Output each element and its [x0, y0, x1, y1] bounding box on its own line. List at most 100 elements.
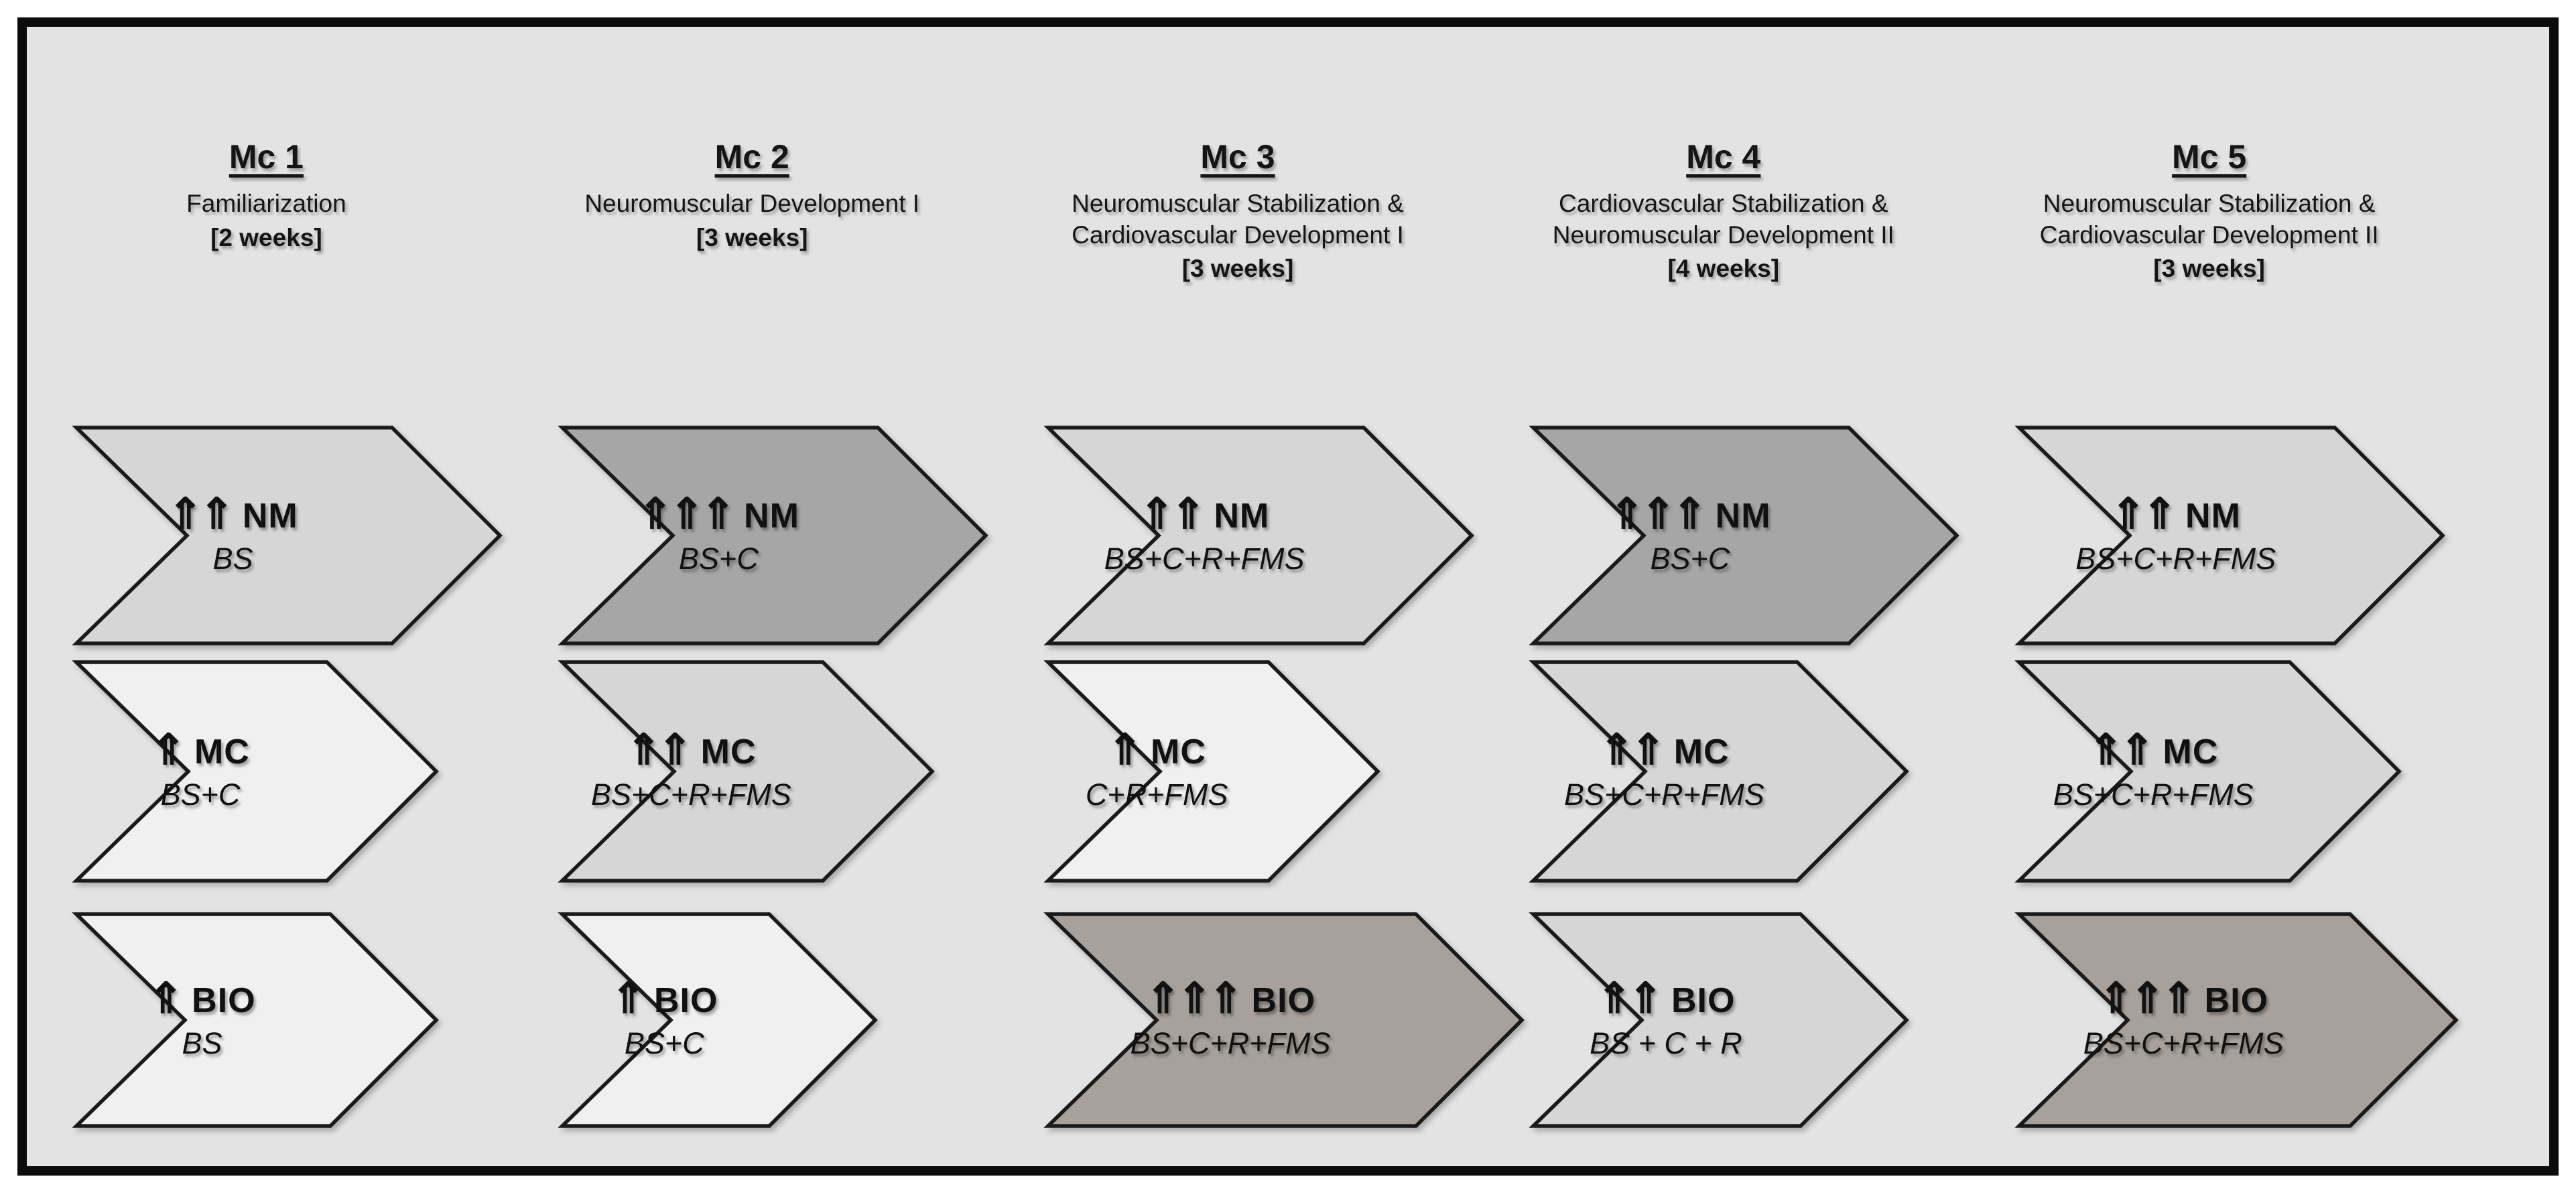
- chevron-shape-icon: [1043, 912, 1525, 1128]
- phase-text: ⇑ MC C+R+FMS: [1045, 660, 1380, 883]
- chevron-shape-icon: [72, 660, 439, 883]
- chevron-shape-icon: [72, 426, 503, 645]
- phase-bio-mc3: ⇑⇑⇑ BIO BS+C+R+FMS: [1043, 912, 1525, 1129]
- phase-nm-mc5: ⇑⇑ NM BS+C+R+FMS: [2014, 425, 2446, 646]
- mesocycle-title: Mc 2: [714, 138, 789, 176]
- phase-content: BS+C: [624, 1025, 704, 1060]
- phase-label: BIO: [192, 981, 256, 1020]
- phase-nm-mc3: ⇑⇑ NM BS+C+R+FMS: [1043, 425, 1474, 646]
- intensity-arrows-icon: ⇑⇑⇑: [1609, 490, 1707, 538]
- phase-content: BS: [182, 1025, 222, 1060]
- phase-title-line: ⇑⇑ NM: [1139, 493, 1270, 538]
- phase-text: ⇑⇑⇑ NM BS+C: [1531, 425, 1959, 646]
- phase-text: ⇑ BIO BS+C: [560, 912, 878, 1129]
- phase-text: ⇑⇑ BIO BS + C + R: [1531, 912, 1909, 1129]
- chevron-shape-icon: [558, 426, 988, 645]
- phase-title-line: ⇑ BIO: [610, 975, 718, 1022]
- phase-mc-mc5: ⇑⇑ MC BS+C+R+FMS: [2014, 660, 2402, 883]
- phase-title-line: ⇑⇑⇑ NM: [637, 490, 799, 538]
- chevron-shape-icon: [1529, 912, 1910, 1128]
- phase-title-line: ⇑ MC: [1107, 726, 1206, 773]
- intensity-arrows-icon: ⇑⇑: [2110, 490, 2177, 538]
- phase-bio-mc1: ⇑ BIO BS: [72, 912, 439, 1129]
- chevron-shape-icon: [1043, 660, 1380, 883]
- mesocycle-header: Mc 5 Neuromuscular Stabilization & Cardi…: [2016, 137, 2402, 285]
- phase-title-line: ⇑⇑ BIO: [1596, 975, 1736, 1022]
- phase-label: BIO: [1671, 981, 1736, 1020]
- phase-text: ⇑⇑⇑ NM BS+C: [560, 425, 988, 646]
- phase-content: BS+C+R+FMS: [2075, 541, 2276, 576]
- phase-nm-mc2: ⇑⇑⇑ NM BS+C: [558, 425, 988, 646]
- mesocycle-header: Mc 4 Cardiovascular Stabilization & Neur…: [1531, 137, 1916, 285]
- chevron-shape-icon: [558, 912, 878, 1128]
- mesocycle-duration: [3 weeks]: [2153, 255, 2265, 283]
- mesocycle-subtitle: Neuromuscular Stabilization & Cardiovasc…: [1072, 190, 1404, 249]
- chevron-shape-icon: [558, 660, 935, 883]
- intensity-arrows-icon: ⇑: [610, 975, 646, 1022]
- phase-text: ⇑⇑ NM BS: [74, 425, 503, 646]
- phase-content: BS: [212, 541, 253, 576]
- intensity-arrows-icon: ⇑: [148, 975, 184, 1022]
- phase-content: BS+C+R+FMS: [2053, 777, 2254, 812]
- intensity-arrows-icon: ⇑⇑⇑: [637, 490, 736, 538]
- phase-mc-mc3: ⇑ MC C+R+FMS: [1043, 660, 1380, 883]
- chevron-shape-icon: [2014, 660, 2402, 883]
- phase-label: NM: [1715, 497, 1771, 536]
- phase-title-line: ⇑⇑ MC: [626, 726, 756, 773]
- mesocycle-column-3: Mc 3 Neuromuscular Stabilization & Cardi…: [1043, 27, 1531, 1166]
- chevron-shape-icon: [1529, 660, 1910, 883]
- mesocycle-title: Mc 5: [2172, 138, 2247, 176]
- phase-content: BS+C+R+FMS: [1563, 777, 1764, 812]
- phase-label: MC: [1673, 733, 1730, 771]
- chevron-shape-icon: [1043, 426, 1474, 645]
- phase-label: NM: [242, 497, 298, 536]
- phase-label: MC: [2163, 733, 2219, 771]
- chevron-shape-icon: [2014, 426, 2446, 645]
- phase-title-line: ⇑⇑⇑ NM: [1609, 490, 1771, 538]
- phase-content: BS+C+R+FMS: [1104, 541, 1305, 576]
- figure-frame: Mc 1 Familiarization [2 weeks] ⇑⇑ NM BS …: [17, 17, 2559, 1176]
- intensity-arrows-icon: ⇑: [1107, 726, 1143, 773]
- phase-content: C+R+FMS: [1085, 777, 1228, 812]
- phase-text: ⇑⇑⇑ BIO BS+C+R+FMS: [2016, 912, 2459, 1129]
- phase-text: ⇑ BIO BS: [74, 912, 439, 1129]
- phase-title-line: ⇑⇑ MC: [1599, 729, 1730, 773]
- mesocycle-duration: [3 weeks]: [696, 223, 808, 251]
- phase-bio-mc2: ⇑ BIO BS+C: [558, 912, 878, 1129]
- phase-label: NM: [1214, 497, 1270, 536]
- phase-bio-mc5: ⇑⇑⇑ BIO BS+C+R+FMS: [2014, 912, 2459, 1129]
- phase-label: MC: [1151, 733, 1206, 771]
- mesocycle-column-5: Mc 5 Neuromuscular Stabilization & Cardi…: [2014, 27, 2502, 1166]
- phase-title-line: ⇑ MC: [151, 729, 250, 773]
- intensity-arrows-icon: ⇑⇑: [626, 726, 693, 773]
- mesocycle-column-2: Mc 2 Neuromuscular Development I [3 week…: [558, 27, 1045, 1166]
- mesocycle-title: Mc 4: [1686, 138, 1761, 176]
- phase-content: BS+C: [678, 541, 759, 576]
- phase-title-line: ⇑⇑ MC: [2087, 726, 2219, 773]
- phase-mc-mc4: ⇑⇑ MC BS+C+R+FMS: [1529, 660, 1910, 883]
- phase-label: MC: [194, 733, 250, 771]
- phase-title-line: ⇑⇑⇑ BIO: [2098, 975, 2268, 1022]
- mesocycle-subtitle: Neuromuscular Stabilization & Cardiovasc…: [2039, 190, 2379, 249]
- mesocycle-duration: [2 weeks]: [210, 223, 322, 251]
- phase-title-line: ⇑⇑ NM: [168, 490, 298, 538]
- phase-label: NM: [2185, 497, 2241, 536]
- phase-text: ⇑ MC BS+C: [74, 660, 439, 883]
- phase-text: ⇑⇑ NM BS+C+R+FMS: [2016, 425, 2445, 646]
- mesocycle-subtitle: Neuromuscular Development I: [584, 190, 920, 217]
- phase-title-line: ⇑ BIO: [148, 975, 256, 1022]
- intensity-arrows-icon: ⇑⇑: [168, 490, 235, 538]
- phase-mc-mc2: ⇑⇑ MC BS+C+R+FMS: [558, 660, 935, 883]
- intensity-arrows-icon: ⇑⇑: [1596, 975, 1663, 1022]
- intensity-arrows-icon: ⇑⇑⇑: [1145, 975, 1243, 1022]
- phase-nm-mc1: ⇑⇑ NM BS: [72, 425, 503, 646]
- mesocycle-title: Mc 1: [229, 138, 304, 176]
- intensity-arrows-icon: ⇑⇑: [2087, 726, 2155, 773]
- intensity-arrows-icon: ⇑⇑⇑: [2098, 975, 2196, 1022]
- mesocycle-column-4: Mc 4 Cardiovascular Stabilization & Neur…: [1529, 27, 2016, 1166]
- phase-content: BS+C: [160, 777, 241, 812]
- phase-text: ⇑⇑ MC BS+C+R+FMS: [2016, 660, 2402, 883]
- chevron-shape-icon: [1529, 426, 1960, 645]
- mesocycle-duration: [3 weeks]: [1181, 255, 1294, 283]
